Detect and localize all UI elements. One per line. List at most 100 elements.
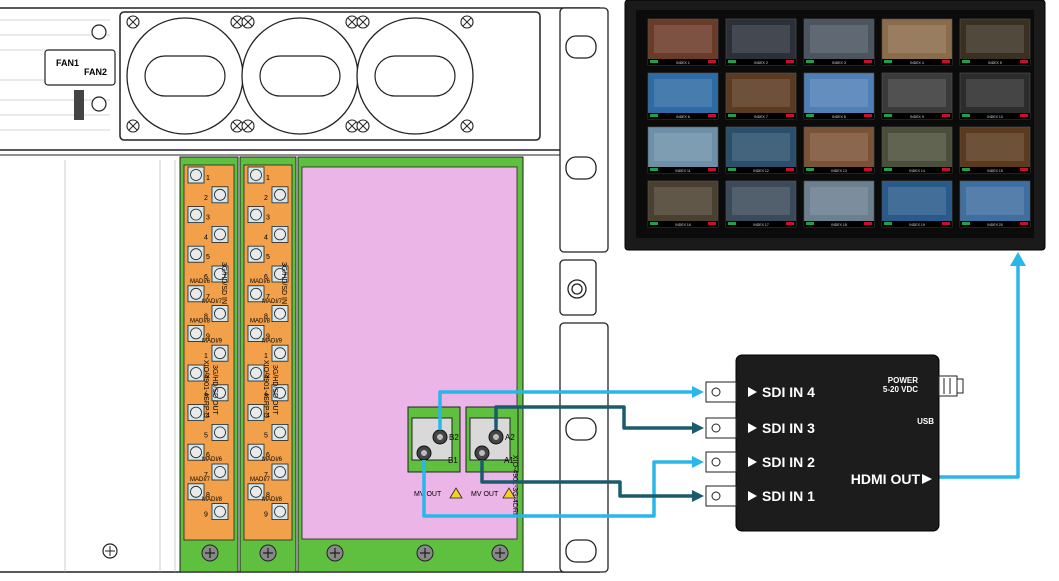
tile-label: INDEX 20 <box>987 223 1003 227</box>
power-connector-icon <box>938 375 964 397</box>
bnc-port-icon <box>271 344 289 362</box>
madi-label: MADI/7 <box>202 299 223 305</box>
power-spec-label: 5-20 VDC <box>883 385 918 394</box>
card1-ports: 123456MADI/67MADI/78MADI/89MADI/9123456M… <box>187 166 229 521</box>
port-number-label: 1 <box>266 175 270 182</box>
bnc-port-icon <box>187 404 205 422</box>
sdi-input-label: SDI IN 1 <box>762 488 815 504</box>
port-number-label: 3 <box>204 393 208 400</box>
mv-out-label-b: MV OUT <box>414 491 442 498</box>
io-card-1: 123456MADI/67MADI/78MADI/89MADI/9123456M… <box>179 156 239 573</box>
port-number-label: 7 <box>204 472 208 479</box>
port-number-label: 5 <box>264 432 268 439</box>
tile-label: INDEX 14 <box>909 169 925 173</box>
monitor-tile: INDEX 5 <box>959 18 1031 66</box>
bnc-b1-icon <box>416 445 432 461</box>
port-number-label: 1 <box>204 353 208 360</box>
monitor-tile: INDEX 9 <box>881 72 953 120</box>
power-label: POWER <box>888 376 918 385</box>
bnc-port-icon <box>271 305 289 323</box>
tile-label: INDEX 10 <box>987 115 1003 119</box>
port-number-label: 2 <box>264 195 268 202</box>
arrow-icon <box>692 422 704 434</box>
bnc-a2-icon <box>488 429 504 445</box>
bnc-port-icon <box>211 344 229 362</box>
monitor-tile: INDEX 16 <box>647 180 719 228</box>
input-arrow-icon <box>748 491 757 501</box>
tile-label: INDEX 12 <box>753 169 769 173</box>
rail-screw-icon <box>567 279 587 299</box>
port-number-label: 4 <box>266 413 270 420</box>
madi-label: MADI/8 <box>262 497 283 503</box>
monitor-tile: INDEX 4 <box>881 18 953 66</box>
bnc-port-icon <box>211 384 229 402</box>
monitor-tile: INDEX 1 <box>647 18 719 66</box>
madi-label: MADI/7 <box>250 477 271 483</box>
cable-b1-to-sdi2 <box>422 460 695 518</box>
tile-label: INDEX 1 <box>676 61 690 65</box>
bnc-port-icon <box>211 503 229 521</box>
madi-label: MADI/6 <box>262 457 283 463</box>
bnc-port-icon <box>187 443 205 461</box>
port-number-label: 5 <box>266 254 270 261</box>
tile-label: INDEX 6 <box>676 115 690 119</box>
fan2-label: FAN2 <box>84 67 107 77</box>
card2-out-label: 3G/HD/SD OUT <box>271 365 278 416</box>
bnc-port-icon <box>271 463 289 481</box>
monitor-tile: INDEX 19 <box>881 180 953 228</box>
tile-label: INDEX 4 <box>910 61 924 65</box>
bnc-port-icon <box>247 404 265 422</box>
card1-out-label: 3G/HD/SD OUT <box>211 365 218 416</box>
madi-label: MADI/9 <box>262 338 283 344</box>
cable-b2-to-sdi4 <box>438 390 695 430</box>
port-number-label: 2 <box>204 195 208 202</box>
sdi-input-4: SDI IN 4 <box>705 381 815 403</box>
madi-label: MADI/9 <box>202 338 223 344</box>
madi-label: MADI/7 <box>190 477 211 483</box>
bnc-port-icon <box>211 225 229 243</box>
tile-label: INDEX 11 <box>675 169 690 173</box>
fan-2 <box>241 15 359 135</box>
tile-label: INDEX 7 <box>754 115 768 119</box>
screw-icon <box>460 15 474 29</box>
bottom-screws <box>201 544 509 562</box>
screw-icon <box>230 119 244 133</box>
port-number-label: 6 <box>266 452 270 459</box>
tile-label: INDEX 15 <box>987 169 1003 173</box>
screw-icon <box>241 15 255 29</box>
monitor-tile: INDEX 6 <box>647 72 719 120</box>
cable-a1-to-sdi1 <box>480 460 695 498</box>
screw-icon <box>460 119 474 133</box>
port-number-label: 9 <box>264 512 268 519</box>
screw-icon <box>102 543 118 559</box>
rear-module-model-label: XIO-4901-3G-4DRP <box>511 455 518 518</box>
card2-ports: 123456MADI/67MADI/78MADI/89MADI/9123456M… <box>247 166 289 521</box>
bnc-port-icon <box>271 423 289 441</box>
bnc-port-icon <box>247 324 265 342</box>
bnc-port-icon <box>247 245 265 263</box>
screw-icon <box>356 15 370 29</box>
bnc-port-icon <box>211 423 229 441</box>
tile-label: INDEX 2 <box>754 61 768 65</box>
port-number-label: 5 <box>204 432 208 439</box>
port-number-label: 4 <box>206 413 210 420</box>
bnc-port-icon <box>211 463 229 481</box>
monitor-tile: INDEX 10 <box>959 72 1031 120</box>
bnc-port-icon <box>247 364 265 382</box>
input-arrow-icon <box>748 423 757 433</box>
madi-label: MADI/6 <box>190 279 211 285</box>
port-number-label: 3 <box>264 393 268 400</box>
port-number-label: 7 <box>206 294 210 301</box>
bnc-port-icon <box>211 186 229 204</box>
madi-label: MADI/8 <box>250 319 271 325</box>
bnc-a1-icon <box>474 445 490 461</box>
arrow-icon <box>692 490 704 502</box>
madi-label: MADI/6 <box>202 457 223 463</box>
screw-icon <box>491 544 509 562</box>
monitor-tile: INDEX 7 <box>725 72 797 120</box>
screw-icon <box>126 119 140 133</box>
